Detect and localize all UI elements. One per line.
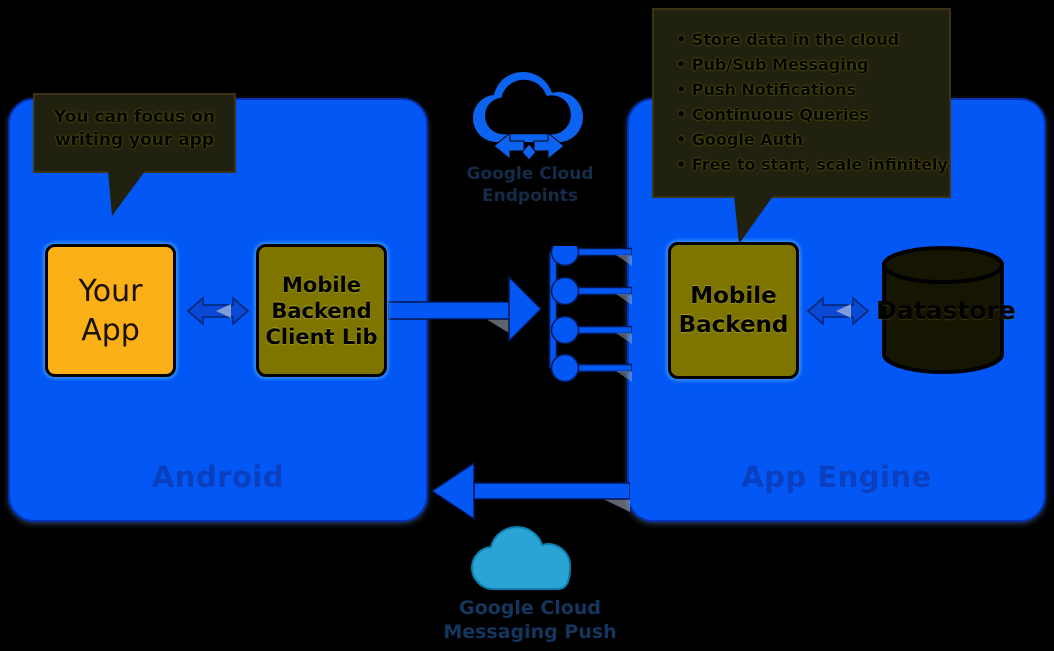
- right-bubble-tail: [734, 196, 773, 244]
- feature-bullet: Store data in the cloud: [676, 27, 949, 52]
- feature-bullet: Pub/Sub Messaging: [676, 52, 949, 77]
- push-arrow-icon: [430, 461, 630, 521]
- endpoints-cloud-label: Google Cloud Endpoints: [466, 164, 594, 206]
- feature-bullet: Free to start, scale infinitely: [676, 152, 949, 177]
- google-cloud-endpoints-icon: [473, 72, 583, 161]
- mobile-backend-node: Mobile Backend: [668, 242, 799, 379]
- app-engine-platform-label: App Engine: [741, 460, 932, 494]
- request-arrow-icon: [388, 275, 542, 343]
- endpoints-ports-connector: [548, 246, 632, 383]
- your-app-label: Your App: [78, 273, 143, 348]
- gcm-cloud-label: Google Cloud Messaging Push: [443, 597, 617, 643]
- your-app-node: Your App: [45, 244, 176, 377]
- bidirectional-arrow-icon: [806, 296, 870, 326]
- android-platform-label: Android: [151, 460, 285, 494]
- google-cloud-messaging-icon: [470, 525, 572, 590]
- right-speech-bubble: Store data in the cloud Pub/Sub Messagin…: [652, 8, 951, 198]
- datastore-cylinder-icon: [882, 246, 1004, 374]
- datastore-label: Datastore: [876, 296, 1016, 325]
- client-lib-node: Mobile Backend Client Lib: [256, 244, 387, 377]
- left-bubble-line1: You can focus on: [53, 107, 216, 127]
- left-speech-bubble: You can focus on writing your app: [33, 93, 236, 173]
- left-bubble-tail: [108, 171, 145, 216]
- client-lib-label: Mobile Backend Client Lib: [265, 272, 378, 349]
- feature-bullet: Push Notifications: [676, 77, 949, 102]
- mobile-backend-label: Mobile Backend: [678, 282, 789, 338]
- bidirectional-arrow-icon: [186, 296, 250, 326]
- left-bubble-line2: writing your app: [54, 130, 215, 150]
- feature-bullet: Continuous Queries: [676, 102, 949, 127]
- feature-bullet: Google Auth: [676, 127, 949, 152]
